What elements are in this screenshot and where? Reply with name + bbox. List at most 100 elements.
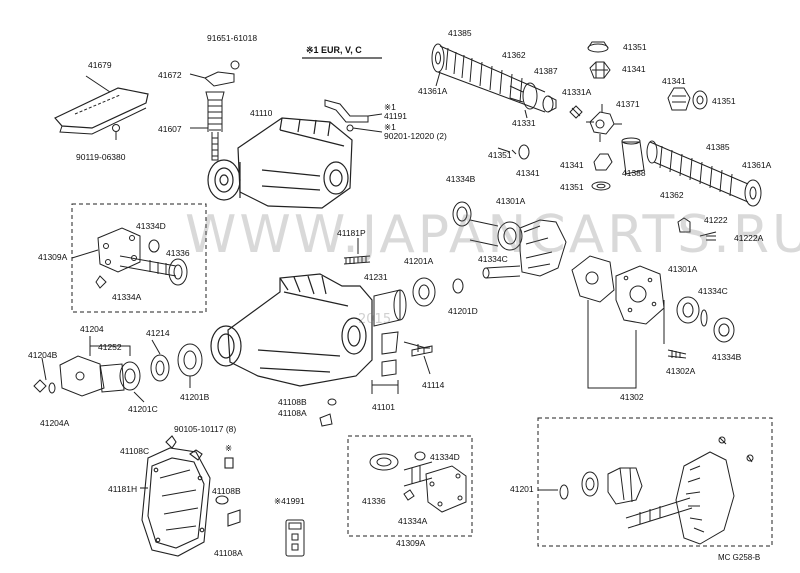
callout-41362-lower: 41362 xyxy=(660,190,684,200)
callout-41181p: 41181P xyxy=(337,228,366,238)
callout-mark-41191: ※1 xyxy=(384,102,396,112)
callout-91651-61018: 91651-61018 xyxy=(207,33,258,43)
bracket-41191 xyxy=(324,99,383,133)
callout-mark-90201: ※1 xyxy=(384,122,396,132)
callout-41334b-bottom: 41334B xyxy=(712,352,742,362)
callout-41351-b: 41351 xyxy=(712,96,736,106)
callout-41302: 41302 xyxy=(620,392,644,402)
callout-41371: 41371 xyxy=(616,99,640,109)
callout-41222a: 41222A xyxy=(734,233,764,243)
callout-41334c-bottom: 41334C xyxy=(698,286,728,296)
callout-41351-d: 41351 xyxy=(560,182,584,192)
callout-41361a-right: 41361A xyxy=(742,160,772,170)
bolt-41222a xyxy=(699,231,717,237)
callout-41181h: 41181H xyxy=(108,484,138,494)
watermark-year: 2015 xyxy=(358,312,392,327)
callout-41108b-top: 41108B xyxy=(278,397,307,407)
ring-pinion-set-41201 xyxy=(537,417,773,547)
axle-shaft-lower xyxy=(646,140,762,207)
footer-code: MC G258-B xyxy=(718,553,761,562)
callout-41201c: 41201C xyxy=(128,404,158,414)
callout-41331a: 41331A xyxy=(562,87,592,97)
callout-41222: 41222 xyxy=(704,215,728,225)
retainer-assy-41309a-bottom xyxy=(347,435,473,537)
ring-gear-41301a xyxy=(571,255,735,389)
bracket-plate-41679 xyxy=(54,75,149,140)
callout-41334d-left: 41334D xyxy=(136,221,166,231)
drive-pinion-41301a xyxy=(452,201,716,279)
callout-90119-06380: 90119-06380 xyxy=(76,152,126,162)
stud-41181p xyxy=(343,238,371,265)
spider-gear-41371 xyxy=(569,104,622,142)
callout-41214: 41214 xyxy=(146,328,170,338)
callout-41331: 41331 xyxy=(512,118,536,128)
callout-41334a-left: 41334A xyxy=(112,292,142,302)
callout-41108c: 41108C xyxy=(120,446,150,456)
callout-41351-a: 41351 xyxy=(623,42,647,52)
callout-41101: 41101 xyxy=(372,402,396,412)
callout-41387: 41387 xyxy=(534,66,558,76)
drain-plugs-upper xyxy=(319,398,337,427)
callout-41388: 41388 xyxy=(622,168,646,178)
axle-shaft-upper xyxy=(431,43,557,119)
watermark: WWW.JAPANCARTS.RU xyxy=(185,205,800,265)
callout-41679: 41679 xyxy=(88,60,112,70)
callout-41385-upper: 41385 xyxy=(448,28,472,38)
callout-41334b-top: 41334B xyxy=(446,174,476,184)
callout-41991: ※41991 xyxy=(274,496,305,506)
callout-41336-bottom: 41336 xyxy=(362,496,386,506)
callout-41309a-bottom: 41309A xyxy=(396,538,426,548)
callout-41201d: 41201D xyxy=(448,306,478,316)
breather-41607 xyxy=(190,91,225,161)
callout-41201b: 41201B xyxy=(180,392,210,402)
callout-41108b-bottom: 41108B xyxy=(212,486,241,496)
callout-41252: 41252 xyxy=(98,342,122,352)
callout-41309a-left: 41309A xyxy=(38,252,68,262)
callout-41341-d: 41341 xyxy=(560,160,584,170)
callout-star-mark: ※ xyxy=(225,443,233,453)
callout-41204a: 41204A xyxy=(40,418,70,428)
callout-41362-upper: 41362 xyxy=(502,50,526,60)
callout-41385-lower: 41385 xyxy=(706,142,730,152)
callout-41110: 41110 xyxy=(250,108,273,118)
callout-41114: 41114 xyxy=(422,380,445,390)
callout-41301a-bottom: 41301A xyxy=(668,264,698,274)
callout-41672: 41672 xyxy=(158,70,182,80)
bolt-41114 xyxy=(411,345,433,375)
label-plate-41991 xyxy=(285,519,305,557)
differential-cover-41181h xyxy=(140,435,241,557)
callout-41201a: 41201A xyxy=(404,256,434,266)
callout-41231: 41231 xyxy=(364,272,388,282)
callout-41607: 41607 xyxy=(158,124,182,134)
hanger-41672 xyxy=(189,60,240,87)
washer-41351 xyxy=(497,147,517,155)
callout-90105-10117: 90105-10117 (8) xyxy=(174,424,237,434)
callout-41302a: 41302A xyxy=(666,366,696,376)
callout-41361a-left: 41361A xyxy=(418,86,448,96)
callout-41341-c: 41341 xyxy=(516,168,540,178)
callout-41341-b: 41341 xyxy=(662,76,686,86)
callout-41351-c: 41351 xyxy=(488,150,512,160)
callout-41204: 41204 xyxy=(80,324,104,334)
callout-41334a-bottom: 41334A xyxy=(398,516,428,526)
callout-41301a-top: 41301A xyxy=(496,196,526,206)
callout-41204b: 41204B xyxy=(28,350,58,360)
differential-carrier-41110 xyxy=(207,117,353,209)
header-note: ※1 EUR, V, C xyxy=(306,45,362,55)
side-gears xyxy=(518,41,708,191)
callout-41108a-bottom: 41108A xyxy=(214,548,243,558)
callout-90201-12020: 90201-12020 (2) xyxy=(384,131,447,141)
callout-41334c-top: 41334C xyxy=(478,254,508,264)
callout-41334d-bottom: 41334D xyxy=(430,452,460,462)
retainer-assy-41309a-left xyxy=(71,203,207,313)
callout-41108a-top: 41108A xyxy=(278,408,307,418)
callout-41341-a: 41341 xyxy=(622,64,646,74)
callout-41201: 41201 xyxy=(510,484,534,494)
differential-carrier-41101 xyxy=(210,273,373,387)
callout-41191: 41191 xyxy=(384,111,408,121)
companion-flange-41204 xyxy=(33,336,203,403)
callout-41336-left: 41336 xyxy=(166,248,190,258)
carrier-bearings xyxy=(371,277,464,394)
